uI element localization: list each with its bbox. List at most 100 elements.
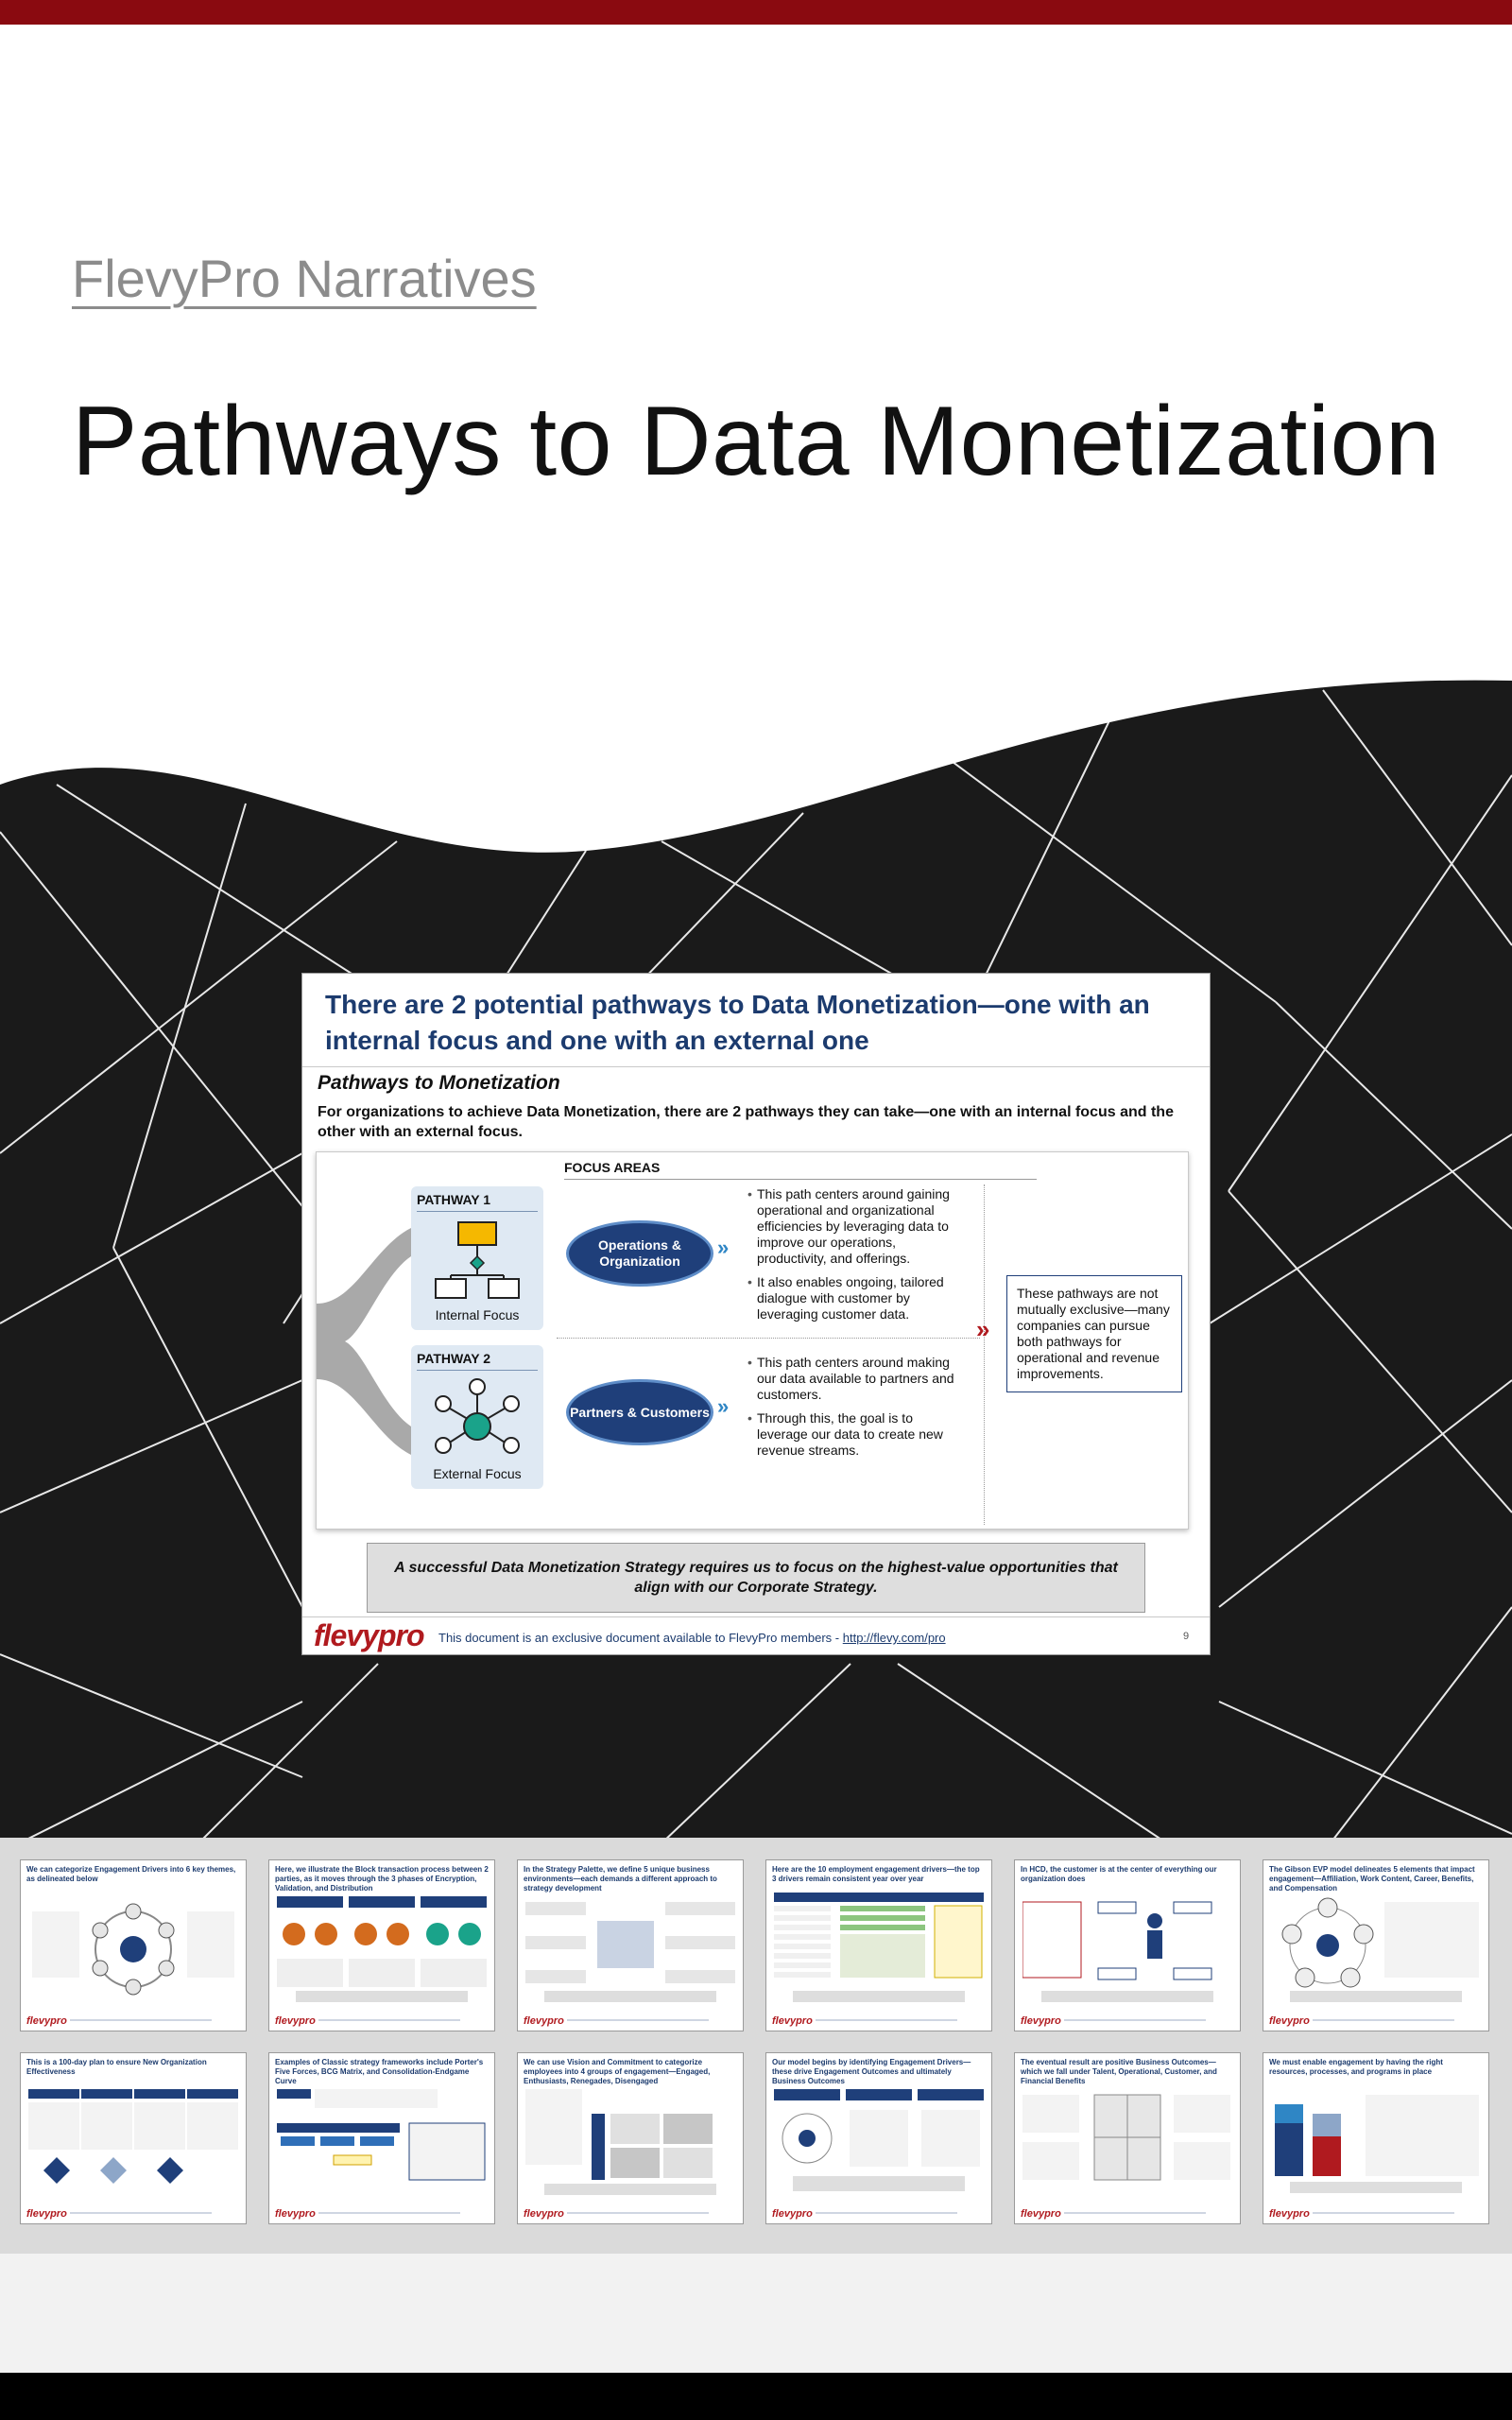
- branch-connector: [317, 1228, 411, 1455]
- thumbnail-title: We can use Vision and Commitment to cate…: [524, 2058, 711, 2085]
- thumbnail-slide[interactable]: We must enable engagement by having the …: [1263, 2053, 1488, 2223]
- thumbnail-footer: [816, 2212, 957, 2214]
- footer-divider: [302, 1616, 1210, 1617]
- thumbnail-title: This is a 100-day plan to ensure New Org…: [26, 2058, 207, 2076]
- thumbnail-title: Our model begins by identifying Engageme…: [772, 2058, 971, 2085]
- thumbnail-title: In the Strategy Palette, we define 5 uni…: [524, 1865, 717, 1893]
- bottom-light-band: [0, 2254, 1512, 2373]
- thumbnail-logo: flevypro: [26, 2208, 67, 2220]
- thumbnail-footer: [567, 2212, 709, 2214]
- thumbnail-logo: flevypro: [26, 2015, 67, 2027]
- thumbnail-strip: We can categorize Engagement Drivers int…: [0, 1838, 1512, 2254]
- pathway-1-bullets: This path centers around gaining operati…: [747, 1186, 965, 1330]
- thumbnail-slide[interactable]: In HCD, the customer is at the center of…: [1015, 1860, 1240, 2031]
- flevy-pro-link[interactable]: http://flevy.com/pro: [842, 1631, 946, 1645]
- section-title: Pathways to Monetization: [318, 1072, 560, 1094]
- thumbnail-preview: [1022, 1901, 1213, 2002]
- page-number: 9: [1183, 1631, 1190, 1642]
- focus-areas-rule: [564, 1179, 1037, 1180]
- thumbnail-footer: [70, 2212, 212, 2214]
- top-accent-bar: [0, 0, 1512, 25]
- thumbnail-footer: [70, 2019, 212, 2021]
- thumbnail-preview: [1275, 2095, 1479, 2193]
- partners-customers-oval: Partners & Customers: [566, 1379, 713, 1445]
- featured-slide: There are 2 potential pathways to Data M…: [302, 974, 1210, 1654]
- thumbnail-title: Examples of Classic strategy frameworks …: [275, 2058, 484, 2085]
- key-message: A successful Data Monetization Strategy …: [367, 1543, 1145, 1613]
- thumbnail-logo: flevypro: [1021, 2015, 1061, 2027]
- pathway-divider: [557, 1338, 980, 1339]
- thumbnail-slide[interactable]: The eventual result are positive Busines…: [1015, 2053, 1240, 2223]
- thumbnail-logo: flevypro: [524, 2208, 564, 2220]
- footer-text: This document is an exclusive document a…: [438, 1631, 946, 1645]
- thumbnail-slide[interactable]: Here are the 10 employment engagement dr…: [766, 1860, 991, 2031]
- thumbnail-footer: [816, 2019, 957, 2021]
- intro-text: For organizations to achieve Data Moneti…: [318, 1104, 1174, 1140]
- thumbnail-slide[interactable]: We can use Vision and Commitment to cate…: [518, 2053, 743, 2223]
- thumbnail-footer: [1064, 2212, 1206, 2214]
- thumbnail-title: Here are the 10 employment engagement dr…: [772, 1865, 980, 1883]
- chevron-right-icon: »: [717, 1236, 730, 1259]
- thumbnail-footer: [567, 2019, 709, 2021]
- callout-box: These pathways are not mutually exclusiv…: [1006, 1275, 1182, 1392]
- list-item: This path centers around gaining operati…: [747, 1186, 965, 1267]
- thumbnail-slide[interactable]: This is a 100-day plan to ensure New Org…: [21, 2053, 246, 2223]
- flevypro-logo: flevypro: [314, 1618, 424, 1652]
- thumbnail-preview: [525, 1902, 735, 2002]
- thumbnail-footer: [1064, 2019, 1206, 2021]
- thumbnail-logo: flevypro: [275, 2015, 316, 2027]
- slide-title: There are 2 potential pathways to Data M…: [325, 990, 1150, 1055]
- thumbnail-slide[interactable]: Here, we illustrate the Block transactio…: [269, 1860, 494, 2031]
- thumbnail-preview: [32, 1903, 234, 1996]
- page-title: Pathways to Data Monetization: [72, 387, 1441, 496]
- thumbnail-preview: [525, 2089, 716, 2195]
- thumbnail-slide[interactable]: We can categorize Engagement Drivers int…: [21, 1860, 246, 2031]
- title-divider: [302, 1066, 1210, 1067]
- thumbnail-title: The Gibson EVP model delineates 5 elemen…: [1269, 1865, 1475, 1893]
- bottom-bar: [0, 2373, 1512, 2420]
- network-hub-icon: [435, 1378, 520, 1454]
- pathway-2-label: PATHWAY 2: [417, 1351, 491, 1366]
- thumbnail-logo: flevypro: [275, 2208, 316, 2220]
- pathway-2-name: External Focus: [433, 1466, 522, 1481]
- thumbnail-logo: flevypro: [772, 2208, 813, 2220]
- thumbnail-slide[interactable]: Our model begins by identifying Engageme…: [766, 2053, 991, 2223]
- footer-note: This document is an exclusive document a…: [438, 1631, 843, 1645]
- thumbnail-preview: [774, 2089, 984, 2191]
- thumbnail-preview: [1281, 1897, 1479, 2002]
- thumbnail-logo: flevypro: [772, 2015, 813, 2027]
- pathway-1-name: Internal Focus: [435, 1307, 520, 1322]
- thumbnail-logo: flevypro: [1269, 2015, 1310, 2027]
- thumbnail-footer: [318, 2212, 460, 2214]
- thumbnail-logo: flevypro: [1021, 2208, 1061, 2220]
- pathway-2-bullets: This path centers around making our data…: [747, 1355, 965, 1466]
- pathway-1-rule: [417, 1211, 538, 1212]
- thumbnail-footer: [318, 2019, 460, 2021]
- pathway-1-box: PATHWAY 1 Internal Focus: [411, 1186, 543, 1330]
- thumbnail-title: In HCD, the customer is at the center of…: [1021, 1865, 1217, 1883]
- focus-areas-label: FOCUS AREAS: [564, 1160, 661, 1175]
- thumbnail-preview: [1022, 2094, 1230, 2181]
- pathways-panel: FOCUS AREAS PATHWAY 1 Internal Focus Ope…: [316, 1151, 1189, 1530]
- column-divider: [984, 1184, 985, 1525]
- thumbnail-slide[interactable]: Examples of Classic strategy frameworks …: [269, 2053, 494, 2223]
- thumbnail-footer: [1313, 2212, 1454, 2214]
- org-chart-icon: [435, 1221, 520, 1299]
- thumbnail-preview: [28, 2089, 238, 2184]
- thumbnail-slide[interactable]: In the Strategy Palette, we define 5 uni…: [518, 1860, 743, 2031]
- brand-label: FlevyPro Narratives: [72, 249, 537, 308]
- chevron-right-icon: »: [976, 1315, 990, 1343]
- thumbnail-logo: flevypro: [524, 2015, 564, 2027]
- thumbnail-preview: [277, 1896, 487, 2002]
- chevron-right-icon: »: [717, 1394, 730, 1418]
- thumbnail-title: We must enable engagement by having the …: [1269, 2058, 1443, 2076]
- thumbnail-slide[interactable]: The Gibson EVP model delineates 5 elemen…: [1263, 1860, 1488, 2031]
- list-item: Through this, the goal is to leverage ou…: [747, 1410, 965, 1459]
- thumbnail-title: We can categorize Engagement Drivers int…: [26, 1865, 236, 1883]
- pathway-2-rule: [417, 1370, 538, 1371]
- list-item: It also enables ongoing, tailored dialog…: [747, 1274, 965, 1322]
- thumbnail-title: Here, we illustrate the Block transactio…: [275, 1865, 489, 1893]
- thumbnail-footer: [1313, 2019, 1454, 2021]
- thumbnail-title: The eventual result are positive Busines…: [1021, 2058, 1217, 2085]
- thumbnail-logo: flevypro: [1269, 2208, 1310, 2220]
